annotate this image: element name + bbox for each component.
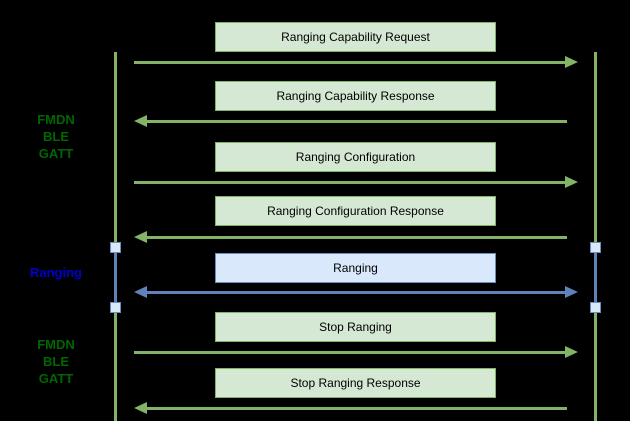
arrowhead-right-icon xyxy=(565,176,578,188)
arrow-line xyxy=(134,60,571,64)
phase-label-line: BLE xyxy=(43,354,69,369)
phase-label-line: BLE xyxy=(43,129,69,144)
message-box-ranging-capability-request: Ranging Capability Request xyxy=(215,22,496,52)
message-label: Ranging Configuration xyxy=(295,150,416,164)
arrow-ranging-capability-request xyxy=(134,56,578,68)
arrow-ranging-bidirectional xyxy=(134,286,578,298)
phase-label-line: FMDN xyxy=(37,112,75,127)
arrowhead-right-icon xyxy=(565,56,578,68)
arrowhead-right-icon xyxy=(565,286,578,298)
message-label: Ranging xyxy=(333,261,378,275)
arrowhead-left-icon xyxy=(134,231,147,243)
arrowhead-left-icon xyxy=(134,402,147,414)
message-label: Ranging Capability Request xyxy=(281,30,430,44)
message-box-stop-ranging: Stop Ranging xyxy=(215,312,496,342)
arrowhead-left-icon xyxy=(134,115,147,127)
arrow-line xyxy=(141,119,567,123)
phase-label-line: Ranging xyxy=(30,265,82,280)
lifeline-right-ranging-segment xyxy=(594,248,597,308)
message-label: Stop Ranging Response xyxy=(290,376,421,390)
phase-label-fmdn-ble-gatt-top: FMDN BLE GATT xyxy=(17,111,95,162)
lifeline-right xyxy=(594,52,597,421)
message-label: Stop Ranging xyxy=(319,320,392,334)
arrow-ranging-configuration xyxy=(134,176,578,188)
lifeline-left xyxy=(114,52,117,421)
arrow-stop-ranging xyxy=(134,346,578,358)
arrow-ranging-capability-response xyxy=(134,115,567,127)
arrowhead-left-icon xyxy=(134,286,147,298)
phase-label-ranging: Ranging xyxy=(17,264,95,281)
ranging-endpoint-marker xyxy=(110,302,121,313)
arrow-line xyxy=(141,290,571,294)
message-label: Ranging Configuration Response xyxy=(267,204,444,218)
message-box-ranging-configuration-response: Ranging Configuration Response xyxy=(215,196,496,226)
phase-label-line: GATT xyxy=(38,371,74,386)
ranging-endpoint-marker xyxy=(110,242,121,253)
message-box-ranging: Ranging xyxy=(215,253,496,283)
phase-label-line: FMDN xyxy=(37,337,75,352)
arrow-line xyxy=(141,406,567,410)
message-label: Ranging Capability Response xyxy=(276,89,435,103)
message-box-ranging-configuration: Ranging Configuration xyxy=(215,142,496,172)
message-box-stop-ranging-response: Stop Ranging Response xyxy=(215,368,496,398)
arrow-ranging-configuration-response xyxy=(134,231,567,243)
phase-label-line: GATT xyxy=(38,146,74,161)
phase-label-fmdn-ble-gatt-bottom: FMDN BLE GATT xyxy=(17,336,95,387)
arrow-stop-ranging-response xyxy=(134,402,567,414)
lifeline-left-ranging-segment xyxy=(114,248,117,308)
message-box-ranging-capability-response: Ranging Capability Response xyxy=(215,81,496,111)
arrow-line xyxy=(134,350,571,354)
arrow-line xyxy=(134,180,571,184)
ranging-endpoint-marker xyxy=(590,242,601,253)
arrow-line xyxy=(141,235,567,239)
ranging-endpoint-marker xyxy=(590,302,601,313)
arrowhead-right-icon xyxy=(565,346,578,358)
